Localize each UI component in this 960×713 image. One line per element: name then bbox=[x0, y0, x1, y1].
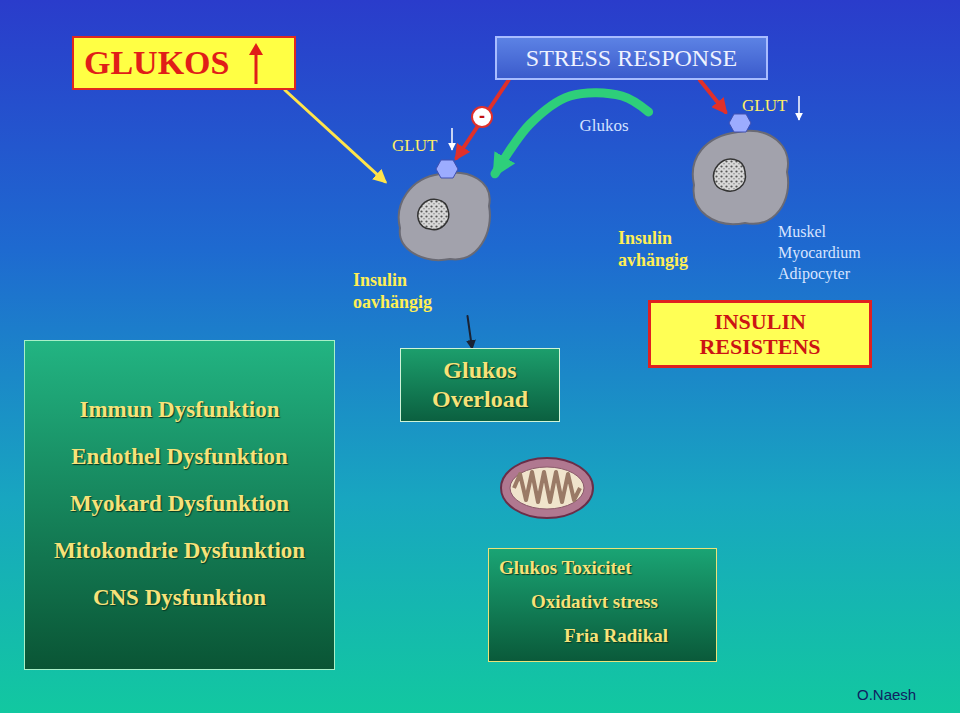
arrow-connector bbox=[457, 80, 509, 158]
node-text: Insulin oavhängig bbox=[353, 270, 453, 313]
arrow-connector bbox=[700, 80, 726, 112]
cell-right bbox=[693, 96, 799, 224]
receptor-label: GLUT bbox=[742, 96, 787, 116]
process-box: Glukos Overload bbox=[400, 348, 560, 422]
node-text: Glukos Overload bbox=[420, 356, 540, 414]
node-text: CNS Dysfunktion bbox=[93, 585, 266, 611]
edge-label: Glukos bbox=[579, 116, 628, 136]
tissue-list: Muskel Myocardium Adipocyter bbox=[778, 222, 878, 284]
highlight-box: GLUKOS bbox=[72, 36, 296, 90]
arrow-connector bbox=[468, 316, 473, 348]
warning-box: INSULIN RESISTENS bbox=[648, 300, 872, 368]
stress-box: STRESS RESPONSE bbox=[495, 36, 768, 80]
edge-label: - bbox=[471, 106, 493, 128]
author-watermark: O.Naesh bbox=[857, 686, 916, 703]
node-text: Insulin avhängig bbox=[618, 228, 708, 271]
node-text: Glukos Toxicitet bbox=[499, 557, 716, 579]
node-text: Fria Radikal bbox=[564, 625, 716, 647]
effects-box: Immun DysfunktionEndothel DysfunktionMyo… bbox=[24, 340, 335, 670]
cell-region: Insulin oavhängig bbox=[385, 158, 495, 316]
increase-arrow-head bbox=[249, 43, 263, 55]
arrow-connector bbox=[495, 93, 649, 174]
arrow-connector bbox=[285, 90, 385, 182]
node-text: Myokard Dysfunktion bbox=[70, 491, 289, 517]
receptor-label: GLUT bbox=[392, 136, 437, 156]
node-text: INSULIN RESISTENS bbox=[685, 309, 835, 360]
node-text: Immun Dysfunktion bbox=[79, 397, 279, 423]
mitochondrion bbox=[501, 458, 593, 518]
node-text: GLUKOS bbox=[84, 44, 229, 82]
cell-region: Insulin avhängig bbox=[612, 112, 795, 270]
node-text: STRESS RESPONSE bbox=[526, 45, 737, 72]
effects-box: Glukos ToxicitetOxidativt stressFria Rad… bbox=[488, 548, 717, 662]
node-text: Mitokondrie Dysfunktion bbox=[54, 538, 305, 564]
increase-arrow bbox=[246, 42, 266, 86]
increase-arrow-shaft bbox=[255, 52, 258, 84]
node-text: Oxidativt stress bbox=[531, 591, 716, 613]
node-text: Endothel Dysfunktion bbox=[71, 444, 288, 470]
